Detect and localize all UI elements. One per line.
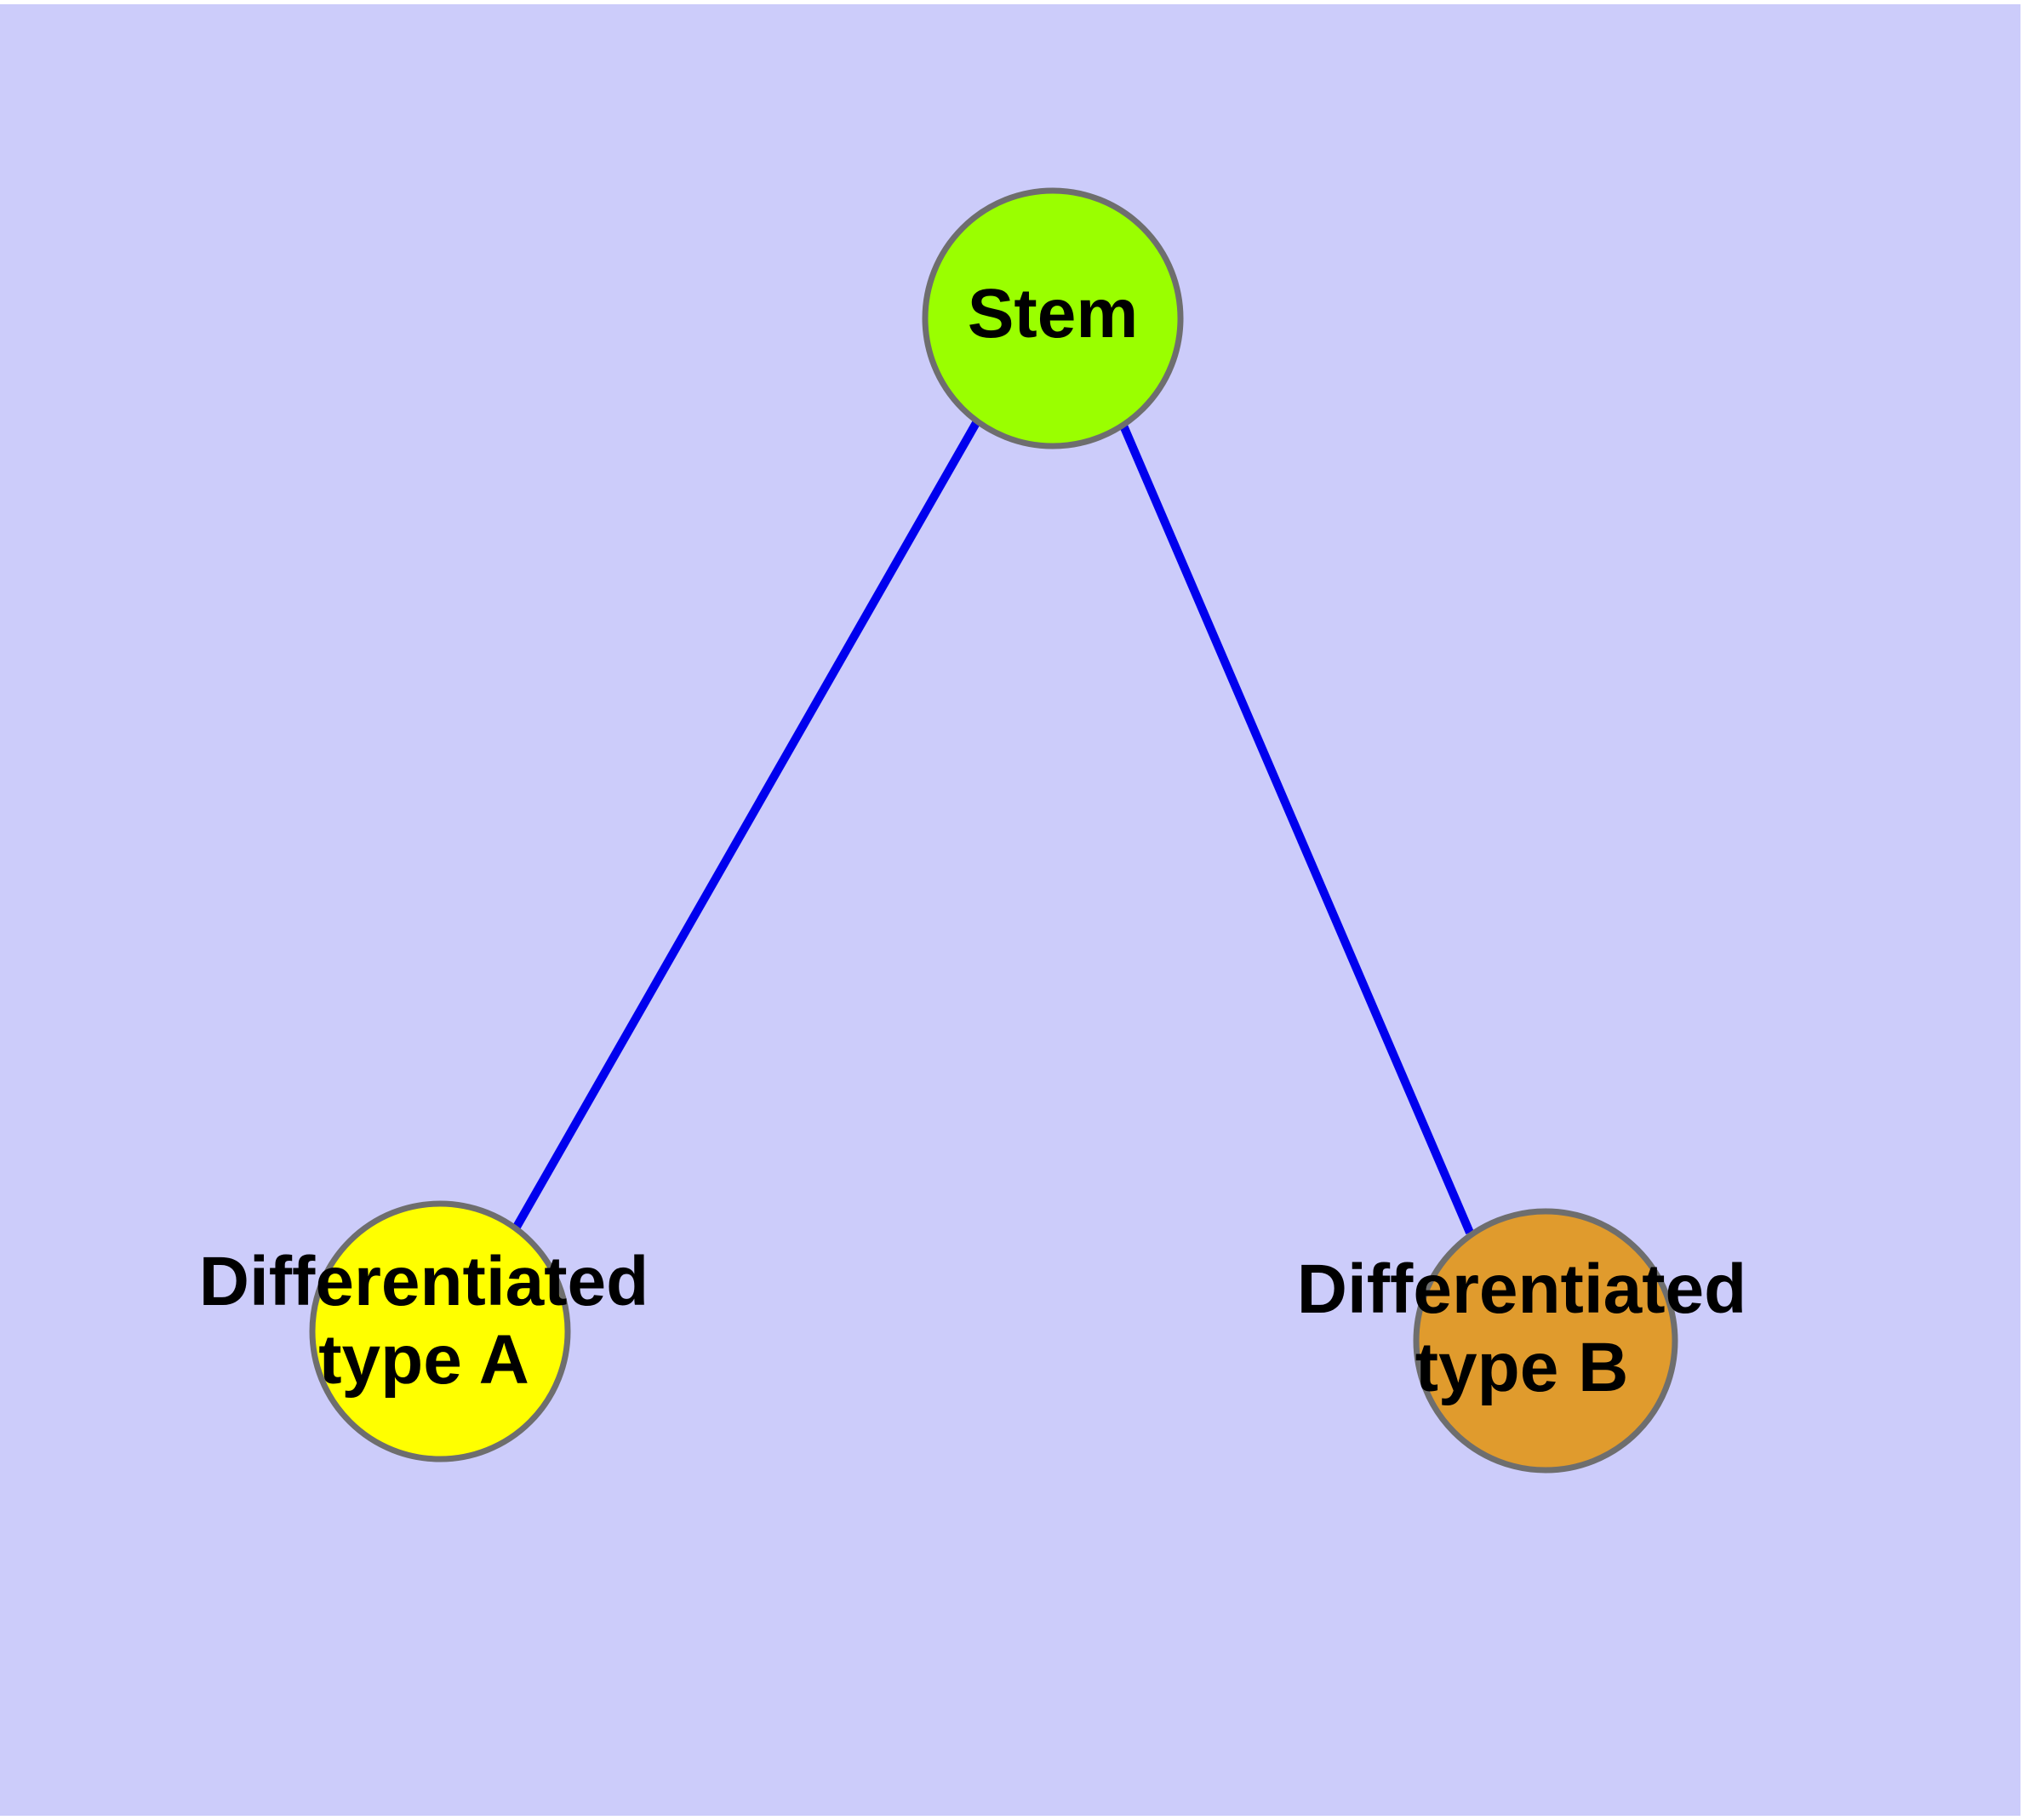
node-label-line: type A: [318, 1321, 529, 1399]
edges-layer: [512, 419, 1474, 1234]
node-label-line: Differentiated: [199, 1243, 649, 1320]
node-label-line: Differentiated: [1297, 1251, 1747, 1328]
graph-node-diff-b[interactable]: [1413, 1208, 1678, 1474]
graph-edge-stem-to-diff-b: [1119, 424, 1474, 1234]
graph-edge-stem-to-diff-a: [512, 419, 981, 1231]
node-label-line: type B: [1415, 1329, 1629, 1406]
node-label-line: Stem: [968, 275, 1139, 352]
graph-node-stem[interactable]: [922, 187, 1184, 449]
node-label-stem: Stem: [968, 275, 1139, 352]
graph-node-diff-a[interactable]: [309, 1200, 571, 1462]
nodes-layer: [309, 187, 1678, 1474]
